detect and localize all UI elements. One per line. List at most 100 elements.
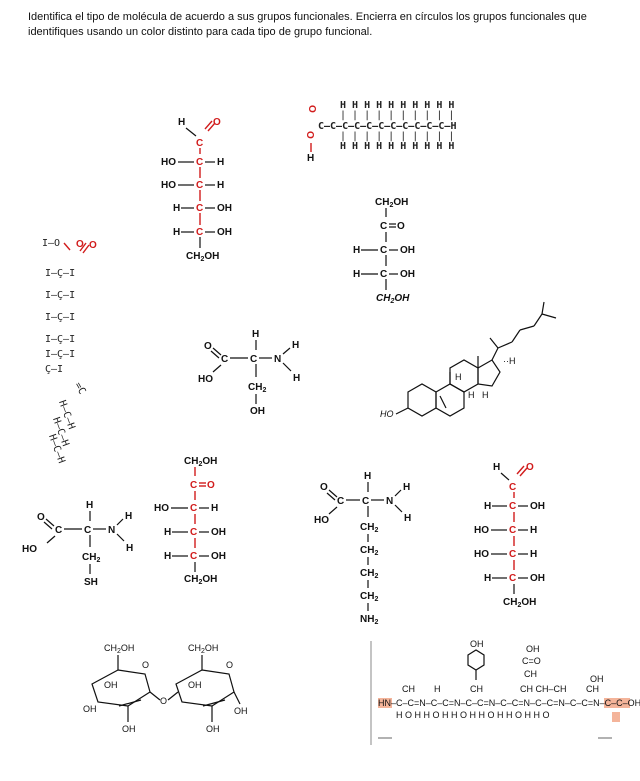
- svg-text:H: H: [468, 390, 475, 400]
- svg-text:H: H: [178, 117, 185, 128]
- svg-text:H: H: [173, 203, 180, 214]
- svg-text:N: N: [108, 525, 115, 536]
- svg-text:O: O: [526, 462, 534, 473]
- svg-text:C: C: [196, 157, 203, 168]
- svg-text:C: C: [380, 245, 387, 256]
- svg-text:=C: =C: [72, 381, 88, 397]
- svg-text:H: H: [217, 180, 224, 191]
- amino-acid-hydroxyl: H O C C N H H HO CH2 OH: [198, 329, 300, 417]
- svg-text:H: H: [307, 153, 314, 164]
- svg-text:H: H: [493, 462, 500, 473]
- svg-text:CH: CH: [586, 684, 599, 694]
- svg-text:HO: HO: [22, 544, 37, 555]
- svg-text:O: O: [320, 482, 328, 493]
- svg-text:O: O: [213, 117, 221, 128]
- svg-text:H: H: [482, 390, 489, 400]
- svg-text:I–Ç–I: I–Ç–I: [45, 268, 75, 279]
- instructions-text: Identifica el tipo de molécula de acuerd…: [28, 11, 587, 38]
- svg-text:H: H: [211, 503, 218, 514]
- svg-text:OH: OH: [211, 551, 226, 562]
- svg-text:H: H: [126, 543, 133, 554]
- svg-text:C: C: [221, 354, 228, 365]
- svg-text:CH2: CH2: [360, 568, 378, 580]
- svg-text:HO: HO: [161, 180, 176, 191]
- svg-text:H: H: [125, 511, 132, 522]
- svg-text:| | | | | | | | | |: | | | | | | | | | |: [340, 131, 454, 142]
- svg-text:H O H H O H H O H H: H O H H O H H O H H O H H O H H O: [396, 710, 550, 720]
- svg-text:C: C: [196, 138, 203, 149]
- svg-text:HO: HO: [154, 503, 169, 514]
- svg-text:H: H: [530, 525, 537, 536]
- svg-text:H: H: [364, 471, 371, 482]
- svg-text:O: O: [142, 660, 149, 670]
- svg-text:··H: ··H: [503, 356, 516, 366]
- svg-text:O: O: [306, 105, 317, 113]
- aldose-right-structure: H O C H C OH HO C H HO C H H C OH CH2OH: [474, 462, 545, 609]
- ketose-right-structure: CH2OH C O H C OH H C OH CH2OH: [353, 197, 415, 305]
- svg-text:OH: OH: [206, 724, 220, 734]
- svg-text:H: H: [86, 500, 93, 511]
- svg-text:C: C: [380, 221, 387, 232]
- svg-text:OH: OH: [400, 245, 415, 256]
- svg-text:O: O: [37, 512, 45, 523]
- svg-text:H: H: [530, 549, 537, 560]
- svg-text:H: H: [292, 340, 299, 351]
- svg-text:H: H: [173, 227, 180, 238]
- svg-text:HO: HO: [474, 525, 489, 536]
- svg-text:CH2OH: CH2OH: [188, 643, 218, 655]
- svg-text:OH: OH: [530, 573, 545, 584]
- svg-text:H: H: [164, 551, 171, 562]
- svg-text:C=O: C=O: [522, 656, 541, 666]
- svg-text:C: C: [509, 525, 516, 536]
- svg-text:H H H H H H H H H H: H H H H H H H H H H: [340, 141, 454, 152]
- svg-text:C: C: [190, 551, 197, 562]
- svg-text:OH: OH: [217, 227, 232, 238]
- svg-text:I–Ç–I: I–Ç–I: [45, 349, 75, 360]
- svg-text:N: N: [274, 354, 281, 365]
- svg-text:CH2: CH2: [360, 522, 378, 534]
- svg-text:OH: OH: [526, 644, 540, 654]
- svg-text:OH: OH: [250, 406, 265, 417]
- svg-text:HN–C–C=N–C–C=N–C–C=N–C–C=N–C–C: HN–C–C=N–C–C=N–C–C=N–C–C=N–C–C=N–C–C=N–C…: [378, 698, 640, 708]
- fatty-acid-horizontal: H H H H H H H H H H | | | | | | | | | | …: [304, 100, 456, 164]
- svg-text:OH: OH: [234, 706, 248, 716]
- svg-text:CH: CH: [402, 684, 415, 694]
- svg-text:H: H: [404, 513, 411, 524]
- svg-text:H: H: [217, 157, 224, 168]
- svg-text:H: H: [484, 573, 491, 584]
- svg-text:C: C: [196, 203, 203, 214]
- svg-text:C: C: [509, 482, 516, 493]
- amino-acid-amine: H O C C N H H HO CH2 CH2 CH2 CH2 NH2: [314, 471, 411, 626]
- svg-text:CH2: CH2: [248, 382, 266, 394]
- svg-text:I–Ç–I: I–Ç–I: [45, 334, 75, 345]
- amino-acid-thiol: H O C C N H H HO CH2 SH: [22, 500, 133, 588]
- svg-text:CH CH–CH: CH CH–CH: [520, 684, 567, 694]
- svg-text:HO: HO: [198, 374, 213, 385]
- cholesterol-structure: HO H H H ··H: [380, 301, 557, 419]
- svg-text:OH: OH: [83, 704, 97, 714]
- svg-text:Ç–I: Ç–I: [45, 364, 63, 375]
- svg-text:C–C–C–C–C–C–C–C–C–C–C–H: C–C–C–C–C–C–C–C–C–C–C–H: [318, 121, 456, 132]
- svg-text:C: C: [250, 354, 257, 365]
- svg-text:SH: SH: [84, 577, 98, 588]
- svg-text:H: H: [484, 501, 491, 512]
- svg-text:| | | | | | | | | |: | | | | | | | | | |: [340, 110, 454, 121]
- svg-text:O: O: [204, 341, 212, 352]
- svg-text:C: C: [380, 269, 387, 280]
- svg-text:CH: CH: [470, 684, 483, 694]
- svg-text:O: O: [304, 131, 315, 139]
- svg-text:OH: OH: [530, 501, 545, 512]
- svg-text:C: C: [196, 180, 203, 191]
- svg-text:N: N: [386, 496, 393, 507]
- svg-text:OH: OH: [122, 724, 136, 734]
- svg-text:H: H: [164, 527, 171, 538]
- svg-text:OH: OH: [211, 527, 226, 538]
- ketose-mid-structure: CH2OH C O HO C H H C OH H C OH CH2OH: [154, 456, 226, 586]
- svg-text:O: O: [89, 240, 97, 251]
- svg-text:CH2OH: CH2OH: [184, 574, 217, 586]
- svg-text:CH2: CH2: [360, 545, 378, 557]
- svg-text:H: H: [293, 373, 300, 384]
- svg-text:HO: HO: [474, 549, 489, 560]
- svg-text:C: C: [196, 227, 203, 238]
